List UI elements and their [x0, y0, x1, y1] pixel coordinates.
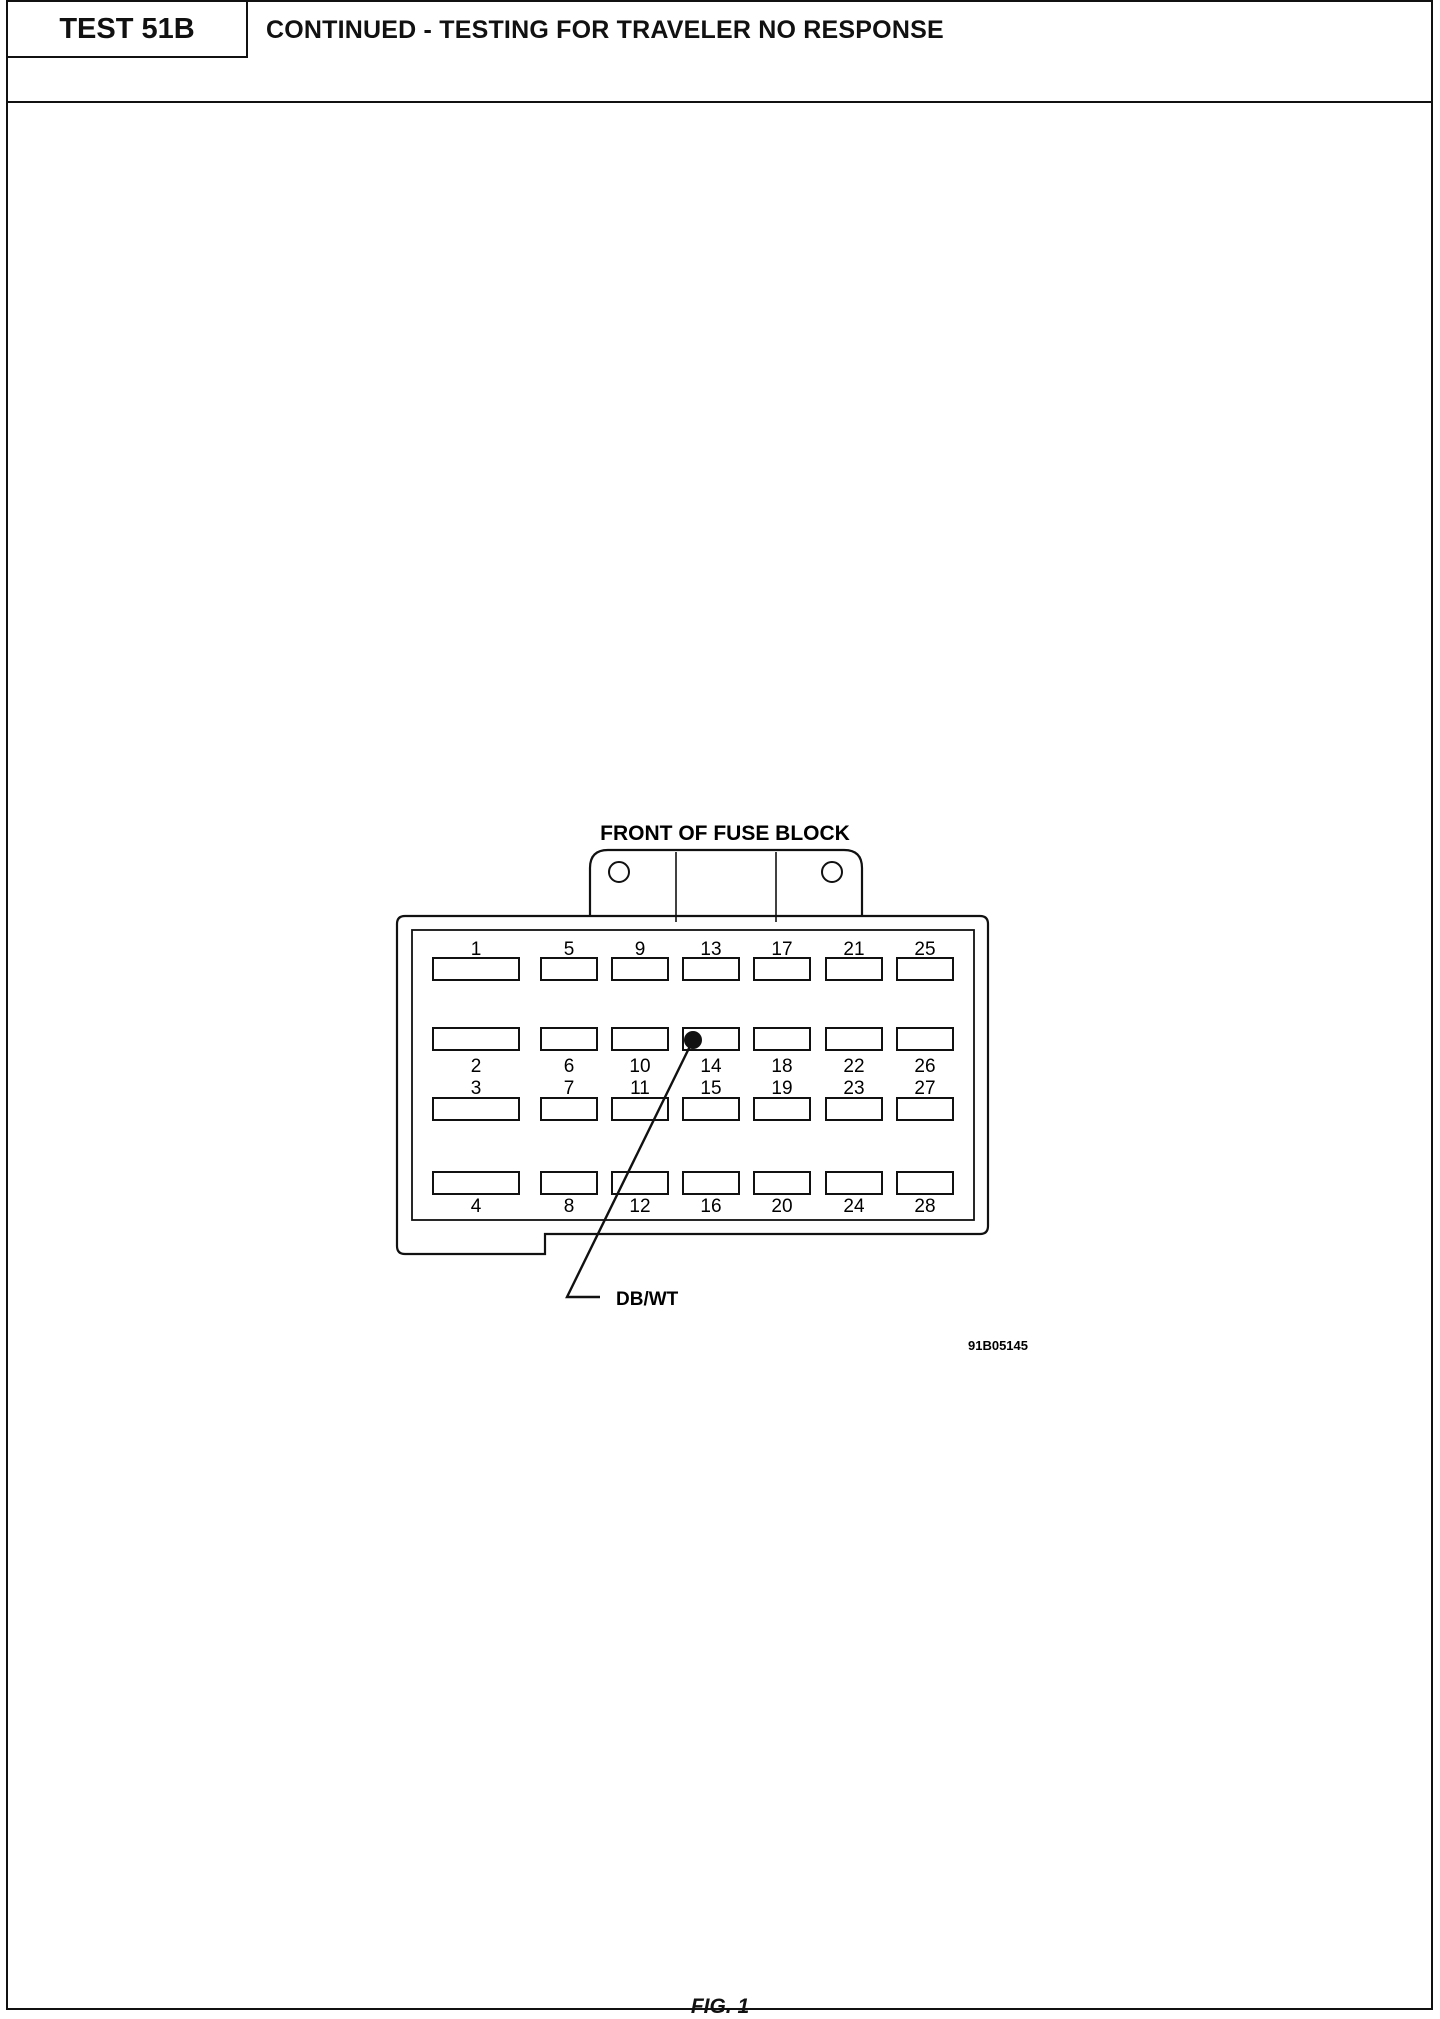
- cavity-label-23: 23: [843, 1078, 864, 1099]
- page-title: CONTINUED - TESTING FOR TRAVELER NO RESP…: [266, 16, 944, 44]
- figure-caption: FIG. 1: [690, 1995, 750, 2018]
- cavity-label-2: 2: [471, 1056, 482, 1077]
- fuse-cavity-7: [540, 1097, 598, 1121]
- fuse-block-inner: [411, 929, 975, 1221]
- cavity-label-14: 14: [700, 1056, 722, 1077]
- cavity-label-13: 13: [700, 939, 721, 960]
- cavity-label-22: 22: [843, 1056, 864, 1077]
- fuse-cavity-25: [896, 957, 954, 981]
- fuse-cavity-2: [432, 1027, 520, 1051]
- cavity-label-10: 10: [629, 1056, 650, 1077]
- drawing-number: 91B05145: [968, 1338, 1028, 1353]
- cavity-label-20: 20: [771, 1196, 792, 1217]
- mounting-hole: [821, 861, 843, 883]
- fuse-cavity-11: [611, 1097, 669, 1121]
- fuse-cavity-26: [896, 1027, 954, 1051]
- cavity-label-18: 18: [771, 1056, 792, 1077]
- cavity-label-3: 3: [471, 1078, 482, 1099]
- fuse-cavity-4: [432, 1171, 520, 1195]
- wire-label: DB/WT: [616, 1289, 679, 1310]
- fuse-cavity-8: [540, 1171, 598, 1195]
- fuse-cavity-13: [682, 957, 740, 981]
- fuse-cavity-18: [753, 1027, 811, 1051]
- fuse-cavity-3: [432, 1097, 520, 1121]
- fuse-block-housing: [395, 914, 990, 1256]
- header: TEST 51B CONTINUED - TESTING FOR TRAVELE…: [8, 2, 1431, 103]
- cavity-label-25: 25: [914, 939, 935, 960]
- fuse-cavity-15: [682, 1097, 740, 1121]
- fuse-cavity-10: [611, 1027, 669, 1051]
- cavity-label-27: 27: [914, 1078, 935, 1099]
- fuse-cavity-21: [825, 957, 883, 981]
- cavity-label-11: 11: [630, 1078, 650, 1099]
- cavity-label-7: 7: [564, 1078, 575, 1099]
- cavity-label-21: 21: [843, 939, 864, 960]
- cavity-label-26: 26: [914, 1056, 935, 1077]
- diagram-heading: FRONT OF FUSE BLOCK: [600, 822, 850, 845]
- page-frame: TEST 51B CONTINUED - TESTING FOR TRAVELE…: [6, 0, 1433, 2010]
- cavity-label-19: 19: [771, 1078, 792, 1099]
- fuse-cavity-24: [825, 1171, 883, 1195]
- mounting-hole: [608, 861, 630, 883]
- fuse-cavity-6: [540, 1027, 598, 1051]
- fuse-cavity-19: [753, 1097, 811, 1121]
- cavity-label-9: 9: [635, 939, 646, 960]
- fuse-cavity-17: [753, 957, 811, 981]
- cavity-label-28: 28: [914, 1196, 935, 1217]
- fuse-cavity-28: [896, 1171, 954, 1195]
- cavity-label-1: 1: [471, 939, 482, 960]
- cavity-label-17: 17: [771, 939, 792, 960]
- fuse-cavity-16: [682, 1171, 740, 1195]
- cavity-label-16: 16: [700, 1196, 721, 1217]
- fuse-cavity-23: [825, 1097, 883, 1121]
- cavity-label-12: 12: [629, 1196, 650, 1217]
- cavity-label-4: 4: [471, 1196, 482, 1217]
- cavity-label-5: 5: [564, 939, 575, 960]
- fuse-cavity-22: [825, 1027, 883, 1051]
- cavity-label-8: 8: [564, 1196, 575, 1217]
- fuse-cavity-5: [540, 957, 598, 981]
- cavity-label-15: 15: [700, 1078, 721, 1099]
- fuse-cavity-1: [432, 957, 520, 981]
- fuse-cavity-9: [611, 957, 669, 981]
- cavity-label-6: 6: [564, 1056, 575, 1077]
- test-id: TEST 51B: [8, 2, 248, 58]
- probe-tip: [684, 1031, 702, 1049]
- wire: [565, 1039, 695, 1299]
- fuse-cavity-20: [753, 1171, 811, 1195]
- mounting-tab: [588, 848, 864, 916]
- cavity-label-24: 24: [843, 1196, 865, 1217]
- fuse-cavity-27: [896, 1097, 954, 1121]
